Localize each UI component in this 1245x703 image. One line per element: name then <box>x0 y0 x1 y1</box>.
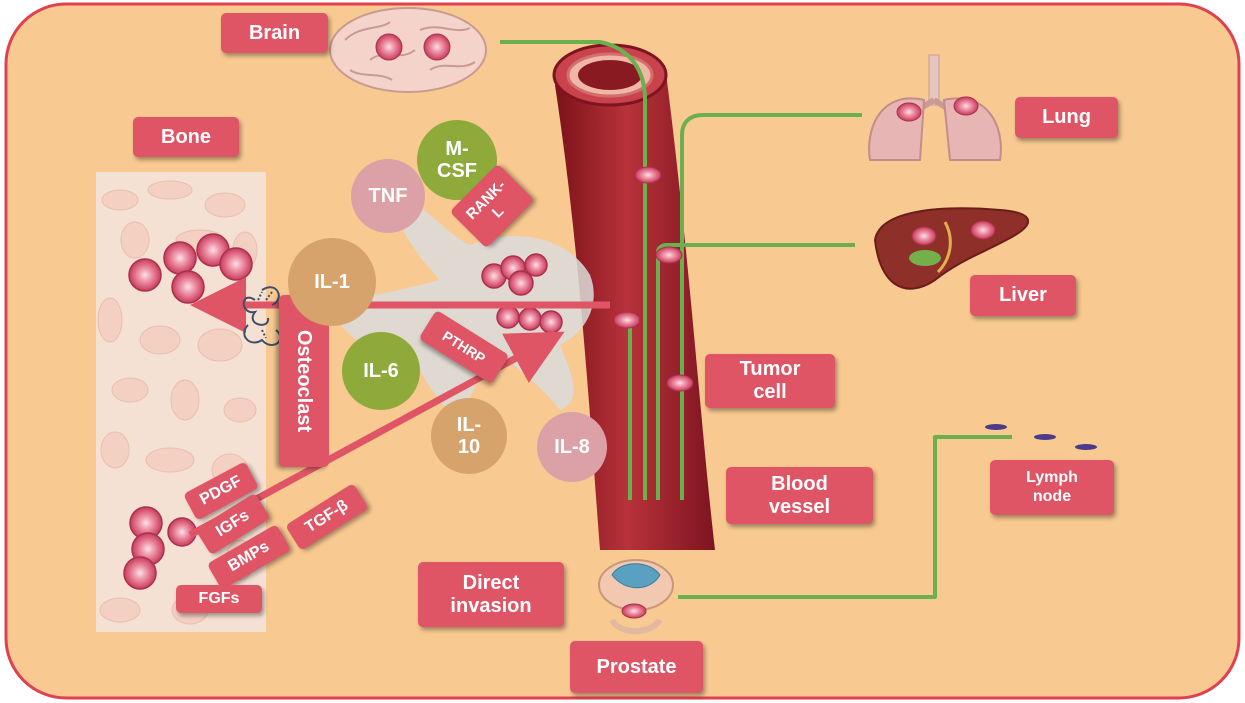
il1-factor: IL-1 <box>288 238 376 326</box>
tumor-cell-label: Tumor cell <box>705 354 835 408</box>
brain-icon <box>330 8 486 92</box>
il8-factor: IL-8 <box>537 412 607 482</box>
il6-factor: IL-6 <box>342 332 420 410</box>
il10-factor: IL- 10 <box>431 398 507 474</box>
prostate-label: Prostate <box>570 641 703 693</box>
lung-label: Lung <box>1015 97 1118 138</box>
brain-label: Brain <box>221 13 328 53</box>
lymph-node-label: Lymph node <box>990 460 1114 515</box>
direct-invasion-label: Direct invasion <box>418 562 564 627</box>
fgfs-label: FGFs <box>176 585 262 613</box>
bone-label: Bone <box>133 117 239 157</box>
tnf-factor: TNF <box>351 159 425 233</box>
blood-vessel-label: Blood vessel <box>726 467 873 524</box>
liver-label: Liver <box>970 275 1076 316</box>
